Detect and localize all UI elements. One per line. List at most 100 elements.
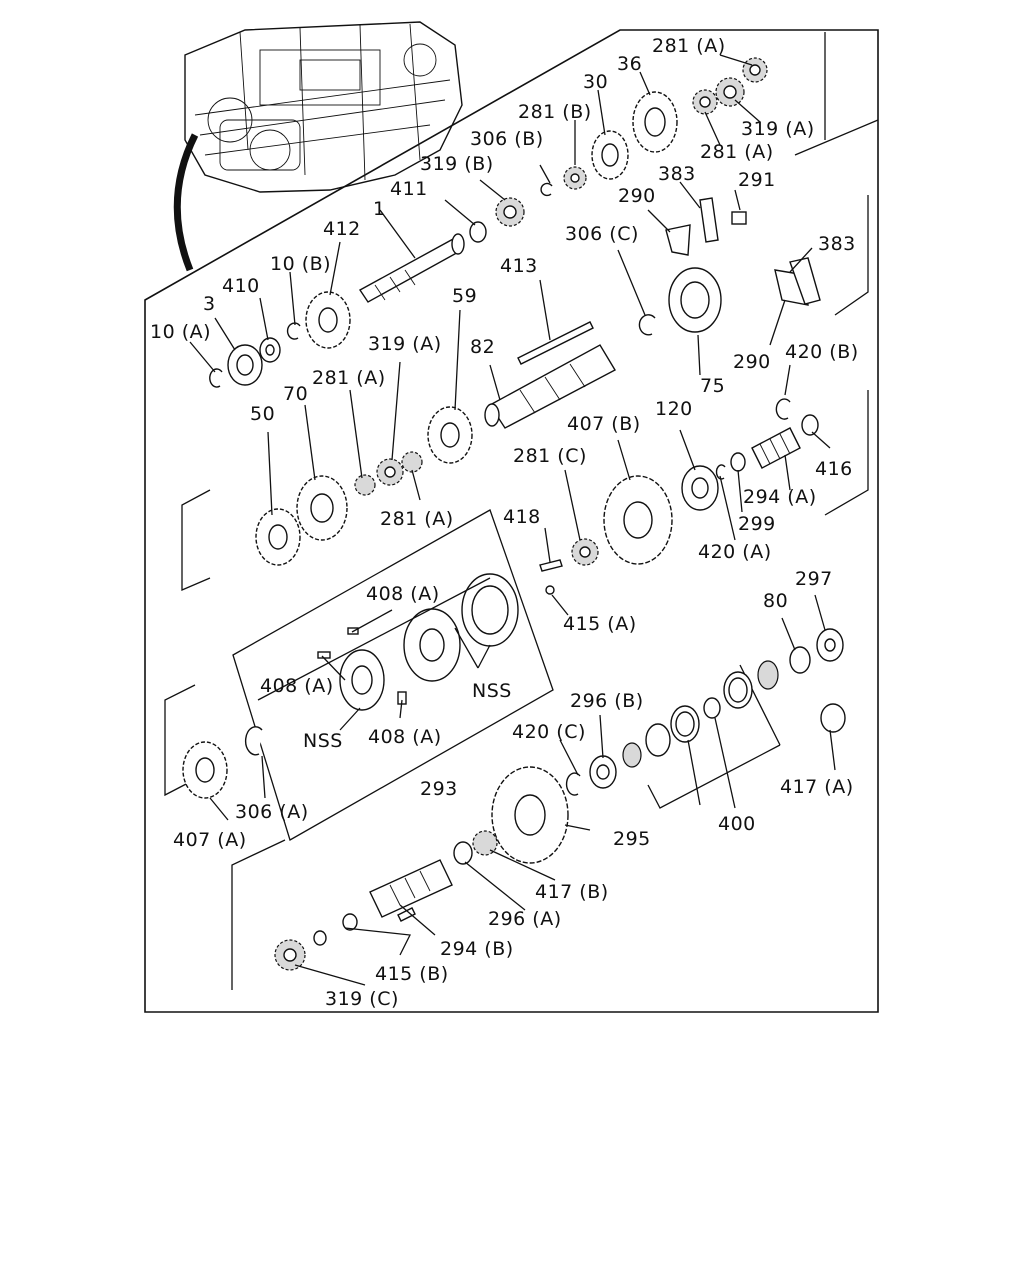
sync-ring-nss-2 bbox=[339, 649, 385, 711]
label-420B: 420 (B) bbox=[785, 341, 859, 363]
plate-383-top bbox=[699, 197, 719, 243]
label-75: 75 bbox=[700, 375, 725, 397]
bearing-cup-400-e bbox=[645, 723, 671, 757]
plate-290-top bbox=[665, 224, 691, 256]
part-labels: 281 (A) 36 30 281 (B) 319 (A) 281 (A) 30… bbox=[150, 35, 859, 1010]
bolt-415A bbox=[545, 585, 555, 595]
label-415A: 415 (A) bbox=[563, 613, 637, 635]
label-297: 297 bbox=[795, 568, 833, 590]
label-295: 295 bbox=[613, 828, 651, 850]
label-36: 36 bbox=[617, 53, 642, 75]
label-82: 82 bbox=[470, 336, 495, 358]
gear-412 bbox=[305, 291, 351, 349]
spacer-400-c bbox=[703, 697, 721, 719]
label-70: 70 bbox=[283, 383, 308, 405]
label-420A: 420 (A) bbox=[698, 541, 772, 563]
bearing-75 bbox=[668, 267, 722, 333]
label-281C: 281 (C) bbox=[513, 445, 587, 467]
bearing-296B bbox=[589, 755, 617, 789]
snap-ring-420B bbox=[775, 398, 791, 420]
label-418: 418 bbox=[503, 506, 541, 528]
label-281A-top2: 281 (A) bbox=[700, 141, 774, 163]
gear-281C bbox=[571, 538, 599, 566]
washer-299 bbox=[730, 452, 746, 472]
bearing-3 bbox=[227, 344, 263, 386]
label-299: 299 bbox=[738, 513, 776, 535]
needle-bearing-294A bbox=[751, 427, 801, 469]
label-306A: 306 (A) bbox=[235, 801, 309, 823]
bearing-417A bbox=[820, 703, 846, 733]
label-281A-low: 281 (A) bbox=[380, 508, 454, 530]
label-59: 59 bbox=[452, 285, 477, 307]
washer-80 bbox=[789, 646, 811, 674]
gear-407B bbox=[603, 475, 673, 565]
gear-30 bbox=[591, 130, 629, 180]
label-408A-3: 408 (A) bbox=[368, 726, 442, 748]
label-281A-top: 281 (A) bbox=[652, 35, 726, 57]
label-294B: 294 (B) bbox=[440, 938, 514, 960]
label-80: 80 bbox=[763, 590, 788, 612]
label-3: 3 bbox=[203, 293, 216, 315]
label-420C: 420 (C) bbox=[512, 721, 586, 743]
gear-59 bbox=[427, 406, 473, 464]
label-290-top: 290 bbox=[618, 185, 656, 207]
gear-281A-mid bbox=[354, 474, 376, 496]
gear-281A-top2 bbox=[692, 89, 718, 115]
gear-319C bbox=[274, 939, 306, 971]
label-306C: 306 (C) bbox=[565, 223, 639, 245]
gear-319B bbox=[495, 197, 525, 227]
transmission-assembly-icon bbox=[173, 21, 463, 272]
label-30: 30 bbox=[583, 71, 608, 93]
hub-120 bbox=[681, 465, 719, 511]
bearing-cone-400-a bbox=[757, 660, 779, 690]
nut-297 bbox=[816, 628, 844, 662]
label-281B: 281 (B) bbox=[518, 101, 592, 123]
sync-hub bbox=[403, 608, 461, 682]
label-293: 293 bbox=[420, 778, 458, 800]
label-417B: 417 (B) bbox=[535, 881, 609, 903]
label-416: 416 bbox=[815, 458, 853, 480]
label-407A: 407 (A) bbox=[173, 829, 247, 851]
snap-ring-306B bbox=[540, 182, 553, 197]
diagram-frame bbox=[144, 29, 879, 1013]
label-10B: 10 (B) bbox=[270, 253, 331, 275]
snap-ring-10A bbox=[209, 368, 223, 388]
gear-70 bbox=[296, 475, 348, 541]
sync-ring-nss-1 bbox=[461, 573, 519, 647]
gear-319A-mid bbox=[376, 458, 404, 486]
label-319B: 319 (B) bbox=[420, 153, 494, 175]
group-brackets bbox=[164, 32, 879, 990]
label-NSS-2: NSS bbox=[303, 730, 343, 752]
gear-281A-low bbox=[401, 451, 423, 473]
snap-ring-420A bbox=[715, 464, 726, 480]
label-407B: 407 (B) bbox=[567, 413, 641, 435]
label-NSS-1: NSS bbox=[472, 680, 512, 702]
bearing-411 bbox=[469, 221, 487, 243]
label-412: 412 bbox=[323, 218, 361, 240]
snap-ring-306C bbox=[638, 314, 656, 336]
label-1: 1 bbox=[373, 198, 386, 220]
label-306B: 306 (B) bbox=[470, 128, 544, 150]
label-415B: 415 (B) bbox=[375, 963, 449, 985]
label-319C: 319 (C) bbox=[325, 988, 399, 1010]
washer-296A bbox=[453, 841, 473, 865]
gear-281A-top bbox=[742, 57, 768, 83]
gear-50 bbox=[255, 508, 301, 566]
label-50: 50 bbox=[250, 403, 275, 425]
snap-ring-420C bbox=[565, 772, 581, 796]
bolt-291 bbox=[731, 211, 747, 225]
bearing-cup-400-b bbox=[723, 671, 753, 709]
label-319A-top: 319 (A) bbox=[741, 118, 815, 140]
label-400: 400 bbox=[718, 813, 756, 835]
bearing-cone-400-f bbox=[622, 742, 642, 768]
gear-417B bbox=[472, 830, 498, 856]
label-408A-1: 408 (A) bbox=[366, 583, 440, 605]
label-383-top: 383 bbox=[658, 163, 696, 185]
shaft-294B bbox=[369, 859, 453, 922]
leader-lines bbox=[189, 54, 836, 986]
gear-36 bbox=[632, 91, 678, 153]
label-294A: 294 (A) bbox=[743, 486, 817, 508]
label-411: 411 bbox=[390, 178, 428, 200]
label-413: 413 bbox=[500, 255, 538, 277]
